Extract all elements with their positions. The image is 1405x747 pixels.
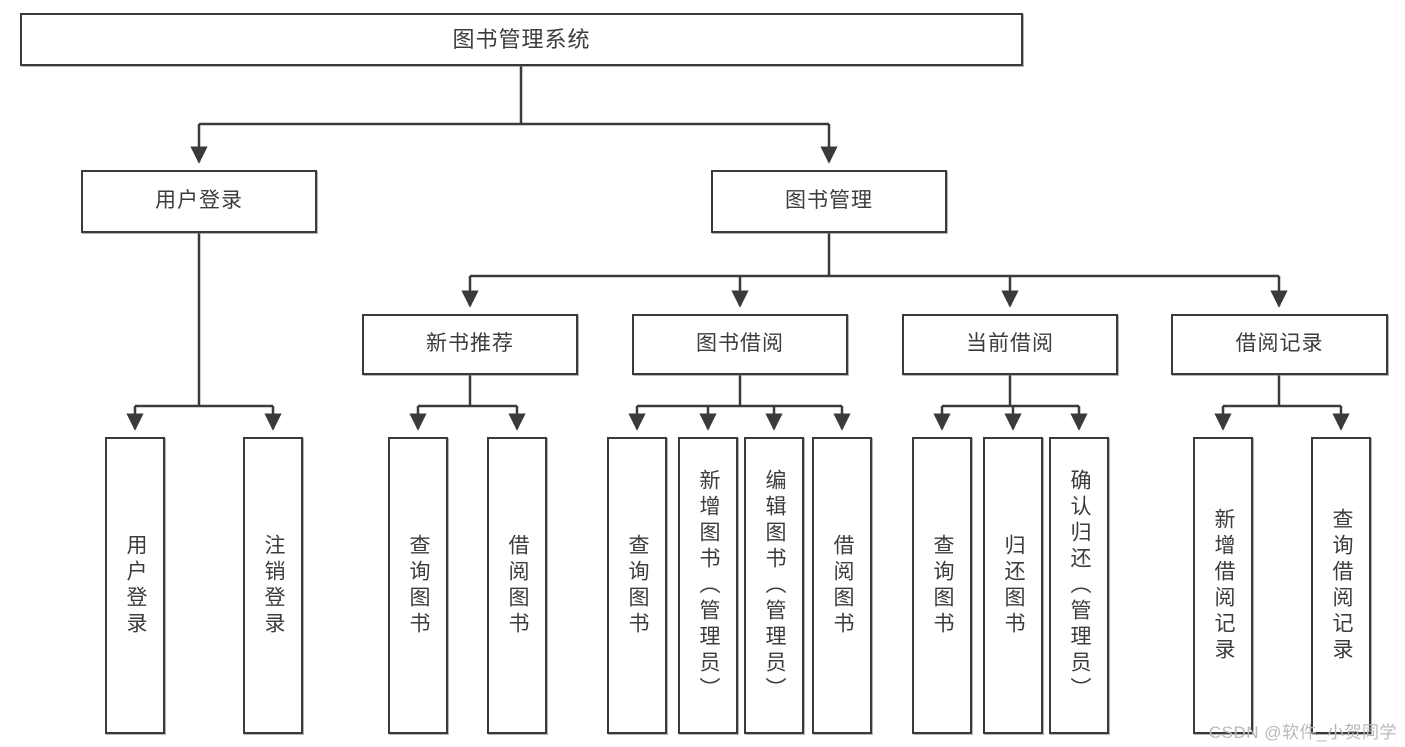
node-root-system[interactable]: 图书管理系统 bbox=[20, 13, 1023, 66]
node-label: 用户登录 bbox=[124, 533, 148, 638]
node-leaf-borrow-book-1[interactable]: 借阅图书 bbox=[487, 437, 547, 734]
node-leaf-query-book-1[interactable]: 查询图书 bbox=[388, 437, 448, 734]
node-leaf-add-book[interactable]: 新增图书（管理员） bbox=[678, 437, 738, 734]
node-label: 新书推荐 bbox=[426, 332, 514, 356]
node-borrow-record[interactable]: 借阅记录 bbox=[1171, 314, 1388, 375]
node-label: 当前借阅 bbox=[966, 332, 1054, 356]
node-label: 确认归还（管理员） bbox=[1068, 468, 1092, 703]
node-leaf-query-book-2[interactable]: 查询图书 bbox=[607, 437, 667, 734]
node-book-manage[interactable]: 图书管理 bbox=[711, 170, 947, 233]
node-label: 查询图书 bbox=[931, 533, 955, 638]
node-label: 借阅记录 bbox=[1235, 332, 1324, 356]
node-label: 新增图书（管理员） bbox=[697, 468, 721, 703]
csdn-watermark: CSDN @软件_小贺同学 bbox=[1208, 723, 1397, 742]
node-label: 借阅图书 bbox=[506, 533, 530, 638]
node-label: 用户登录 bbox=[155, 189, 243, 213]
node-label: 编辑图书（管理员） bbox=[763, 468, 787, 703]
node-label: 查询图书 bbox=[626, 533, 650, 638]
node-leaf-query-book-3[interactable]: 查询图书 bbox=[912, 437, 972, 734]
node-leaf-query-record[interactable]: 查询借阅记录 bbox=[1311, 437, 1371, 734]
node-label: 归还图书 bbox=[1002, 533, 1026, 638]
node-label: 图书管理系统 bbox=[452, 26, 591, 52]
node-label: 查询借阅记录 bbox=[1330, 507, 1354, 664]
node-leaf-user-login[interactable]: 用户登录 bbox=[105, 437, 165, 734]
node-leaf-borrow-book-2[interactable]: 借阅图书 bbox=[812, 437, 872, 734]
node-leaf-edit-book[interactable]: 编辑图书（管理员） bbox=[744, 437, 804, 734]
node-book-borrow[interactable]: 图书借阅 bbox=[632, 314, 848, 375]
node-label: 图书管理 bbox=[785, 189, 873, 213]
node-leaf-user-logout[interactable]: 注销登录 bbox=[243, 437, 303, 734]
node-label: 查询图书 bbox=[407, 533, 431, 638]
node-current-borrow[interactable]: 当前借阅 bbox=[902, 314, 1118, 375]
node-leaf-confirm-return[interactable]: 确认归还（管理员） bbox=[1049, 437, 1109, 734]
node-new-book-rec[interactable]: 新书推荐 bbox=[362, 314, 578, 375]
node-label: 图书借阅 bbox=[696, 332, 784, 356]
node-leaf-return-book[interactable]: 归还图书 bbox=[983, 437, 1043, 734]
node-label: 借阅图书 bbox=[831, 533, 855, 638]
node-user-login[interactable]: 用户登录 bbox=[81, 170, 317, 233]
node-leaf-add-record[interactable]: 新增借阅记录 bbox=[1193, 437, 1253, 734]
node-label: 新增借阅记录 bbox=[1212, 507, 1236, 664]
node-label: 注销登录 bbox=[262, 533, 286, 638]
